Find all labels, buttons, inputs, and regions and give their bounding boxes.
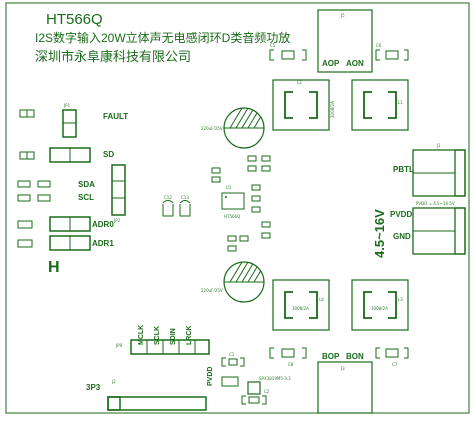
label-aop: AOP <box>322 59 340 68</box>
header-j2-bottom <box>107 396 207 411</box>
ref-l1: L1 <box>398 100 403 105</box>
cap-small-13 <box>239 235 249 242</box>
cap-c2-bottom <box>241 395 267 405</box>
cap-bottom-rating: 220uF/25V <box>201 288 223 293</box>
ref-j3: J3 <box>340 366 345 371</box>
cap-small-7 <box>251 184 261 191</box>
label-sdin: SDIN <box>170 328 177 345</box>
cap-c8 <box>269 347 307 359</box>
resistor-sda <box>17 180 31 188</box>
ref-c6: C6 <box>376 43 382 48</box>
label-lrck: LRCK <box>186 326 193 345</box>
resistor-scl-2 <box>37 194 51 202</box>
ind-rating-bottom-right: 3008/2A <box>371 306 388 311</box>
header-jp9-i2s <box>130 339 210 355</box>
cap-electrolytic-top <box>223 107 265 149</box>
cap-small-4 <box>261 155 271 162</box>
cap-c12 <box>162 204 174 217</box>
cap-electrolytic-bottom <box>223 261 265 303</box>
label-adr1: ADR1 <box>92 239 114 248</box>
ref-c12: C12 <box>164 195 172 200</box>
board-title: HT566Q <box>46 11 103 28</box>
cap-small-9 <box>251 206 261 213</box>
label-h: H <box>48 259 60 276</box>
label-aon: AON <box>346 59 364 68</box>
ref-c13: C13 <box>181 195 189 200</box>
pvdd-range: PVDD = 4.5~16.5V <box>416 201 455 206</box>
cap-small-8 <box>251 195 261 202</box>
cap-top-rating: 220uF/25V <box>201 126 223 131</box>
ref-l3: L3 <box>398 297 403 302</box>
cap-c5 <box>269 49 307 61</box>
connector-j5 <box>317 9 373 73</box>
label-sda: SDA <box>78 180 95 189</box>
ref-j5: J5 <box>340 13 345 18</box>
resistor-scl <box>17 194 31 202</box>
label-sclk: SCLK <box>154 326 161 345</box>
ic-ht566q <box>221 192 245 210</box>
label-scl: SCL <box>78 193 94 202</box>
regulator-spx3819 <box>247 381 261 395</box>
inductor-l3-bottom-right <box>351 279 409 331</box>
cap-small-6 <box>261 165 271 172</box>
label-3p3: 3P3 <box>86 383 101 392</box>
label-bon: BON <box>346 352 364 361</box>
cap-small-3 <box>247 155 257 162</box>
ref-j6: J1 <box>436 143 441 148</box>
label-gnd: GND <box>393 232 411 241</box>
ref-jp1: JP1 <box>63 103 71 108</box>
board-subtitle: I2S数字输入20W立体声无电感闭环D类音频功放 <box>35 30 290 45</box>
cap-c6 <box>375 49 409 61</box>
header-jp2 <box>111 164 126 216</box>
cap-small-14 <box>227 245 237 252</box>
ref-jp9: JP9 <box>115 343 123 348</box>
ind-rating-top: 3008/2A <box>330 101 335 118</box>
resistor-sd <box>19 151 35 160</box>
cap-small-2 <box>211 176 221 183</box>
ref-u1: U1 <box>226 185 232 190</box>
ref-ic: HT566Q <box>224 214 240 219</box>
label-mclk: MCLK <box>138 325 145 345</box>
led-fault <box>19 109 35 118</box>
label-fault: FAULT <box>103 112 128 121</box>
cap-c1-bottom <box>221 357 245 367</box>
ref-l2: L2 <box>297 80 302 85</box>
label-pvdd-bottom: PVDD <box>207 367 214 386</box>
cap-small-10 <box>261 221 271 228</box>
inductor-l4-bottom-left <box>272 279 330 331</box>
ref-jp2: JP2 <box>113 218 121 223</box>
ref-c7: C7 <box>392 362 398 367</box>
label-adr0: ADR0 <box>92 220 114 229</box>
label-pbtl: PBTL <box>393 165 414 174</box>
inductor-l2-top-left <box>272 79 330 131</box>
cap-small-11 <box>261 232 271 239</box>
ref-regulator: SPX3819M5-3.3 <box>259 376 291 381</box>
label-pvdd-right: PVDD <box>390 210 412 219</box>
resistor-adr0 <box>17 220 33 229</box>
ref-l4: L4 <box>319 297 324 302</box>
ref-j2: J2 <box>111 379 116 384</box>
cap-c7 <box>375 347 409 359</box>
board-outline <box>5 2 470 414</box>
connector-j3 <box>317 361 373 414</box>
cap-small-1 <box>211 167 221 174</box>
cap-small-5 <box>247 165 257 172</box>
ref-c5: C5 <box>270 43 276 48</box>
inductor-l1-top-right <box>351 79 409 131</box>
cap-c13 <box>179 204 191 217</box>
resistor-sda-2 <box>37 180 51 188</box>
resistor-adr1 <box>17 239 33 248</box>
label-voltage: 4.5~16V <box>372 209 387 258</box>
ref-c8: C8 <box>288 362 294 367</box>
ref-c1: C1 <box>229 352 235 357</box>
ind-rating-bottom-left: 3008/2A <box>292 306 309 311</box>
label-bop: BOP <box>322 352 340 361</box>
led-power <box>221 376 239 387</box>
ref-c2: C2 <box>264 389 270 394</box>
cap-small-12 <box>227 235 237 242</box>
company-name: 深圳市永阜康科技有限公司 <box>35 49 191 64</box>
label-sd: SD <box>103 150 114 159</box>
